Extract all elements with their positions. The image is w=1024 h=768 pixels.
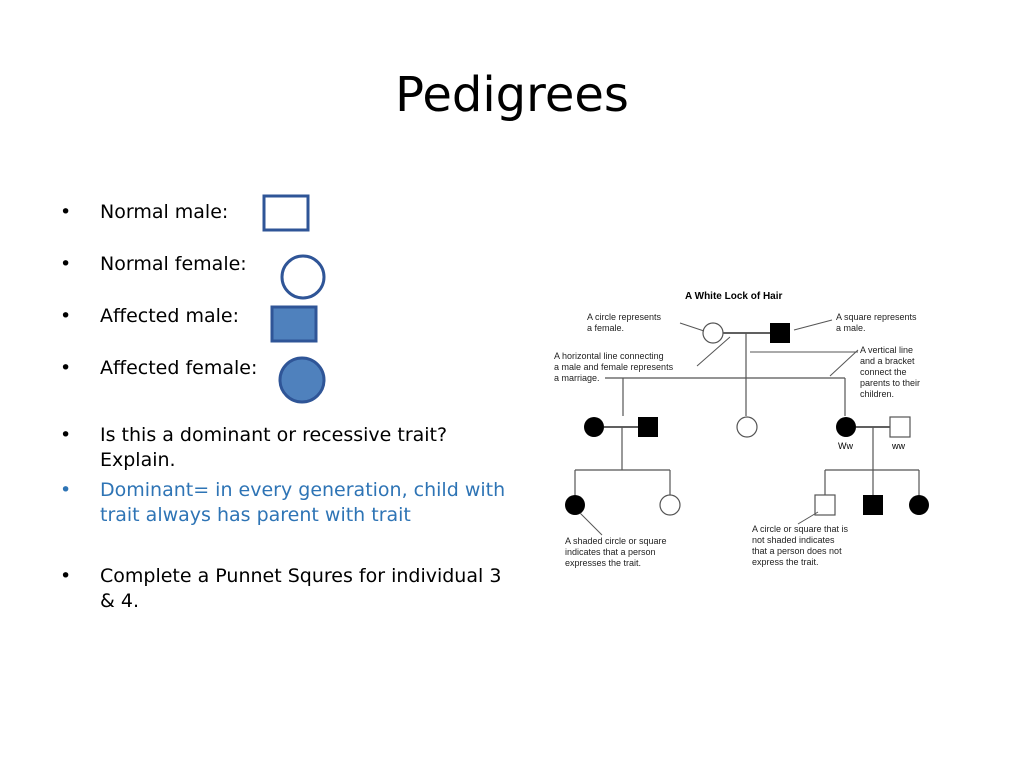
bullet-marker: • [60, 305, 72, 327]
annotation-unshaded: A circle or square that is not shaded in… [752, 524, 851, 567]
bullet-text: Affected male: [100, 305, 239, 327]
page-title: Pedigrees [395, 67, 629, 123]
annotation-shaded: A shaded circle or square indicates that… [565, 536, 669, 568]
bullet-marker: • [60, 253, 72, 275]
female-affected [584, 417, 604, 437]
male-affected [638, 417, 658, 437]
callout-line [696, 336, 731, 367]
bullet-text: Normal female: [100, 253, 247, 275]
callout-line [793, 319, 833, 331]
female-affected [565, 495, 585, 515]
bullet-text: Is this a dominant or recessive trait? E… [100, 424, 448, 471]
female-affected [909, 495, 929, 515]
female-unaffected [702, 322, 724, 344]
normal-female-symbol [280, 254, 326, 300]
bullet-text: Affected female: [100, 357, 258, 379]
callout-line [797, 511, 819, 525]
bullet-marker: • [60, 201, 72, 223]
genotype-label: Ww [838, 441, 853, 451]
callout-line [579, 512, 603, 536]
bullet-marker: • [60, 357, 72, 379]
female-unaffected [659, 494, 681, 516]
callout-line [679, 322, 705, 332]
bullet-text: Normal male: [100, 201, 229, 223]
bullet-marker: • [60, 479, 72, 501]
bullet-text: Dominant= in every generation, child wit… [100, 479, 506, 526]
annotation-vertical-line: A vertical line and a bracket connect th… [860, 345, 923, 399]
male-unaffected [814, 494, 836, 516]
male-affected [770, 323, 790, 343]
affected-female-symbol [278, 356, 326, 404]
bullet-text: Complete a Punnet Squres for individual … [100, 565, 502, 612]
affected-male-symbol [270, 305, 318, 343]
male-affected [863, 495, 883, 515]
female-affected [836, 417, 856, 437]
diagram-title: A White Lock of Hair [685, 291, 783, 302]
normal-male-symbol [262, 194, 310, 232]
pedigree-diagram: A White Lock of Hair Ww ww A circle repr… [554, 291, 929, 568]
female-unaffected [736, 416, 758, 438]
bullet-marker: • [60, 565, 72, 587]
annotation-square: A square represents a male. [836, 312, 919, 333]
annotation-horizontal-line: A horizontal line connecting a male and … [554, 351, 676, 383]
annotation-circle: A circle represents a female. [587, 312, 664, 333]
bullet-marker: • [60, 424, 72, 446]
callout-line [829, 349, 859, 377]
genotype-label: ww [891, 441, 905, 451]
male-unaffected [889, 416, 911, 438]
